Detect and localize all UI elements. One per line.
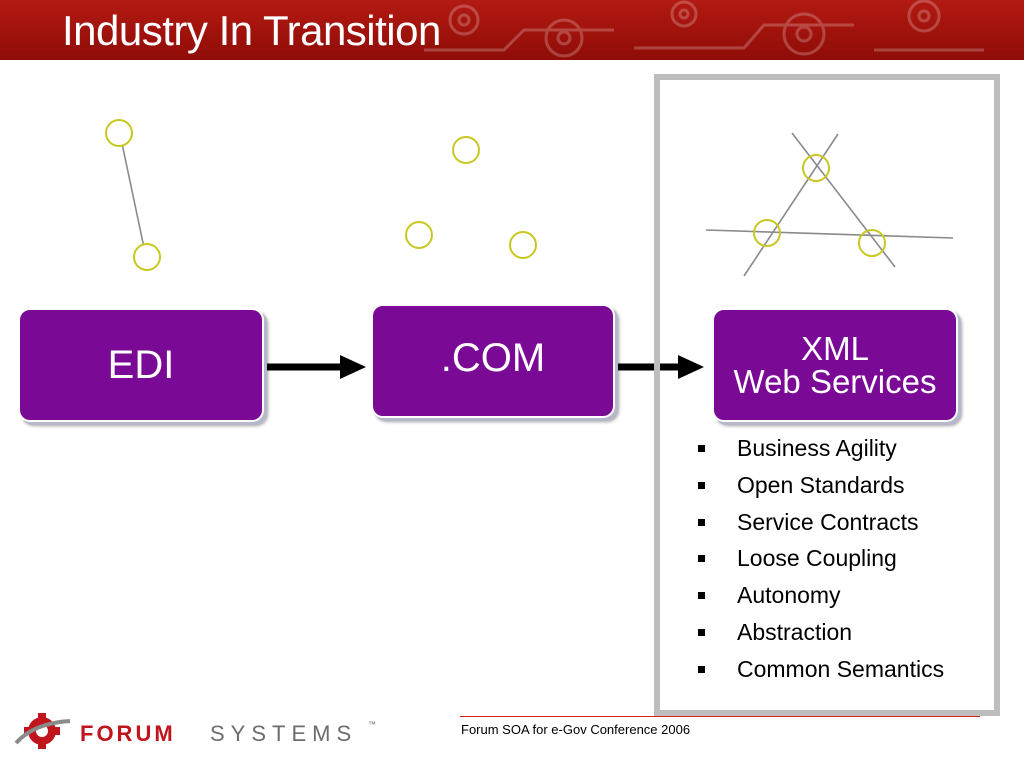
gear-icon [14, 713, 71, 749]
list-item-label: Abstraction [737, 618, 853, 645]
svg-text:FORUM: FORUM [80, 721, 176, 746]
xml-link [705, 229, 954, 239]
stage-label-com: .COM [440, 336, 546, 380]
forum-systems-logo: FORUM SYSTEMS ™ [14, 713, 376, 749]
xml-link [791, 132, 896, 268]
list-item: Autonomy [692, 577, 944, 614]
edi-node [105, 119, 133, 147]
footer-rule [460, 716, 980, 717]
gear-pattern-decoration [424, 0, 984, 58]
xml-highlight-frame [654, 74, 1000, 716]
edi-link [119, 133, 147, 258]
com-node [452, 136, 480, 164]
list-item-label: Service Contracts [737, 508, 919, 535]
footer-caption: Forum SOA for e-Gov Conference 2006 [461, 722, 691, 737]
bullet-square-icon [698, 445, 705, 452]
stage-box-xml-web-services: XML Web Services [712, 308, 958, 422]
list-item-label: Common Semantics [737, 655, 945, 682]
list-item-label: Autonomy [737, 582, 841, 609]
list-item-label: Loose Coupling [737, 545, 897, 572]
svg-text:SYSTEMS: SYSTEMS [210, 721, 357, 746]
bullet-square-icon [698, 518, 705, 526]
list-item-label: Business Agility [737, 435, 897, 461]
list-item: Loose Coupling [692, 540, 944, 577]
list-item: Common Semantics [692, 651, 944, 688]
com-node [405, 221, 433, 249]
xml-node [753, 219, 781, 247]
stage-label-web-services: Web Services [733, 363, 937, 400]
list-item-label: Open Standards [737, 471, 905, 498]
bullet-square-icon [698, 555, 705, 563]
svg-text:™: ™ [368, 720, 376, 729]
slide-title: Industry In Transition [62, 7, 441, 54]
benefit-list: Business Agility Open Standards Service … [692, 430, 944, 688]
stage-box-com: .COM [371, 304, 615, 418]
stage-box-edi: EDI [18, 308, 264, 422]
xml-node [858, 229, 886, 257]
xml-node [802, 154, 830, 182]
bullet-square-icon [698, 665, 705, 673]
bullet-square-icon [698, 592, 705, 600]
stage-label-xml: XML [801, 330, 869, 367]
arrow-com-to-xml [617, 355, 704, 379]
list-item: Service Contracts [692, 504, 944, 541]
bullet-square-icon [698, 628, 705, 636]
list-item: Open Standards [692, 467, 944, 504]
list-item: Business Agility [692, 430, 944, 467]
title-bar: Industry In Transition [0, 0, 1024, 60]
list-item: Abstraction [692, 614, 944, 651]
edi-node [133, 243, 161, 271]
bullet-square-icon [698, 481, 705, 489]
com-node [509, 231, 537, 259]
stage-label-edi: EDI [107, 342, 175, 387]
arrow-edi-to-com [264, 355, 366, 379]
